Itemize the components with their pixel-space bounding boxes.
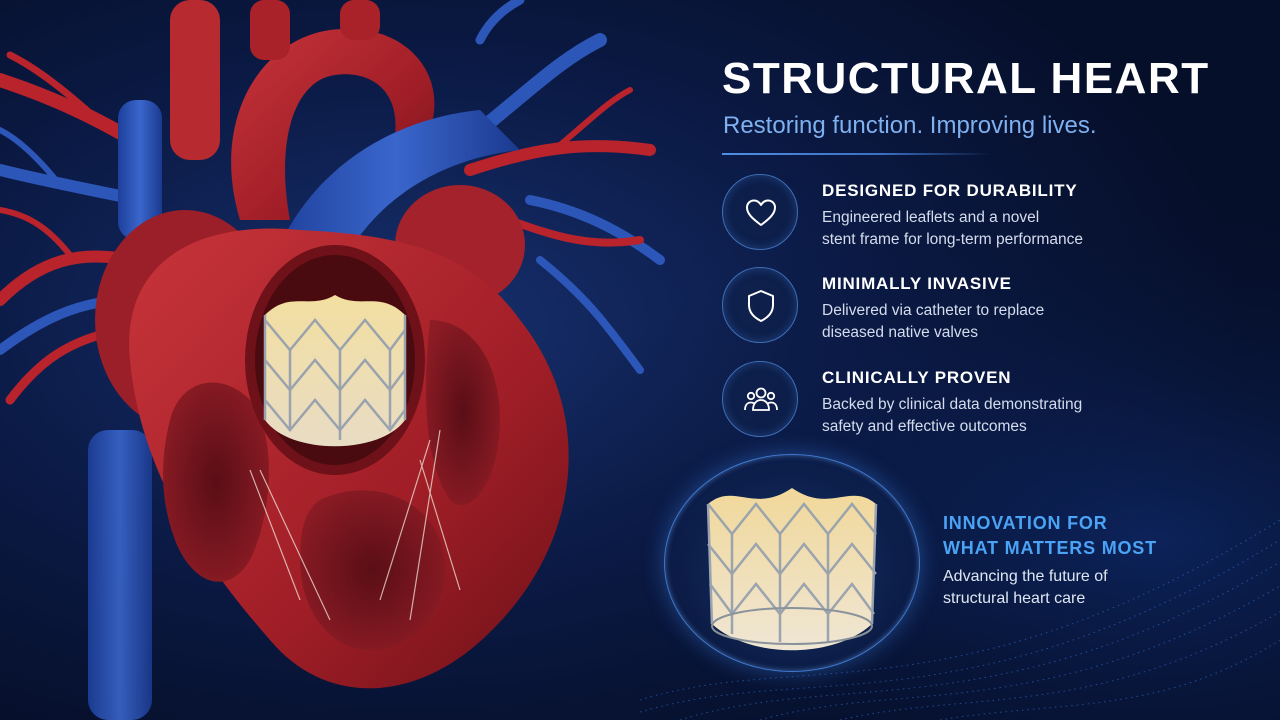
feature-description: Delivered via catheter to replace diseas… <box>822 300 1152 344</box>
feature-description-line: Backed by clinical data demonstrating <box>822 396 1083 413</box>
feature-title: DESIGNED FOR DURABILITY <box>822 181 1078 200</box>
feature-title: MINIMALLY INVASIVE <box>822 274 1012 293</box>
feature-description-line: safety and effective outcomes <box>822 418 1027 435</box>
divider <box>722 153 990 155</box>
feature-description-line: Delivered via catheter to replace <box>822 302 1045 319</box>
innovation-title-line: INNOVATION FOR <box>943 513 1108 533</box>
people-group-icon <box>744 387 778 411</box>
feature-icon-circle <box>722 174 798 250</box>
feature-durability: DESIGNED FOR DURABILITY Engineered leafl… <box>722 174 1182 254</box>
innovation-title-line: WHAT MATTERS MOST <box>943 538 1157 558</box>
feature-title: CLINICALLY PROVEN <box>822 368 1012 387</box>
implanted-valve <box>263 295 407 447</box>
feature-clinically-proven: CLINICALLY PROVEN Backed by clinical dat… <box>722 361 1182 441</box>
feature-description: Engineered leaflets and a novel stent fr… <box>822 207 1152 251</box>
valve-product-image <box>706 488 878 651</box>
feature-description-line: stent frame for long-term performance <box>822 231 1084 248</box>
info-panel: STRUCTURAL HEART Restoring function. Imp… <box>722 0 1262 720</box>
feature-description: Backed by clinical data demonstrating sa… <box>822 394 1152 438</box>
shield-icon <box>748 290 774 322</box>
innovation-description-line: Advancing the future of <box>943 568 1108 585</box>
feature-icon-circle <box>722 361 798 437</box>
innovation-description: Advancing the future of structural heart… <box>943 566 1223 610</box>
innovation-description-line: structural heart care <box>943 590 1086 607</box>
feature-icon-circle <box>722 267 798 343</box>
feature-description-line: diseased native valves <box>822 324 978 341</box>
innovation-title: INNOVATION FOR WHAT MATTERS MOST <box>943 511 1243 561</box>
feature-minimally-invasive: MINIMALLY INVASIVE Delivered via cathete… <box>722 267 1182 347</box>
heart-icon <box>746 199 776 226</box>
wave-pattern <box>640 519 1280 720</box>
page-title: STRUCTURAL HEART <box>722 54 1210 103</box>
feature-description-line: Engineered leaflets and a novel <box>822 209 1040 226</box>
heart-illustration <box>0 0 665 720</box>
page-subtitle: Restoring function. Improving lives. <box>723 112 1097 139</box>
